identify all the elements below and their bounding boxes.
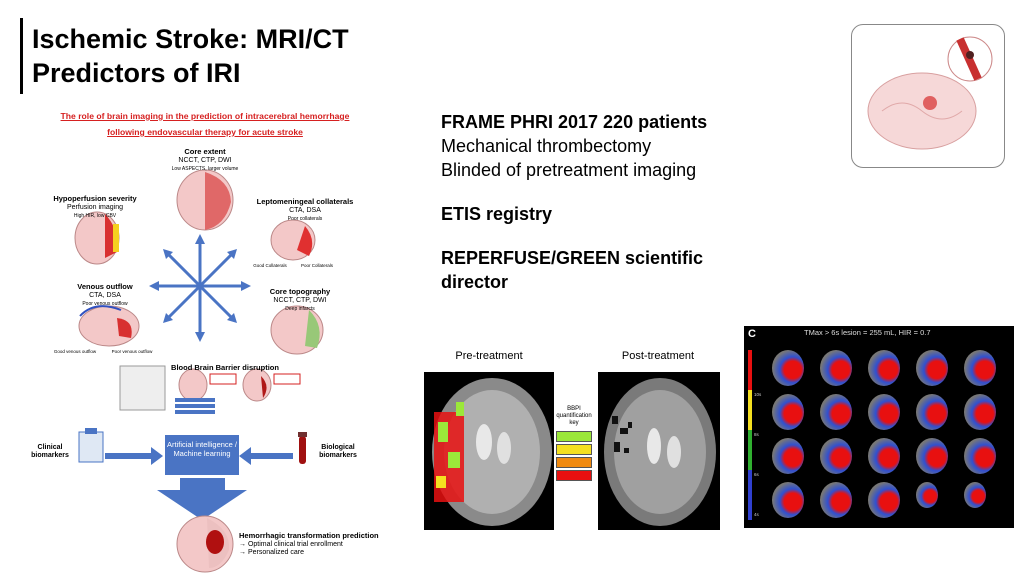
tmax-slice [772,394,804,430]
key-swatch-2 [556,444,592,455]
ht-brain-icon [176,515,234,573]
key-swatch-1 [556,431,592,442]
infographic: Core extent NCCT, CTP, DWI Low ASPECTS, … [25,140,395,576]
clinical-label: Clinical biomarkers [31,444,69,459]
collaterals-label: Leptomeningeal collaterals CTA, DSA Poor… [256,197,354,223]
ai-label: Artificial intelligence / Machine learni… [166,440,238,458]
bullet-blinded: Blinded of pretreatment imaging [441,160,697,180]
tmax-slice [916,394,948,430]
tmax-slice [916,482,938,508]
core-extent-brain-icon [176,169,234,231]
key-swatch-4 [556,470,592,481]
tmax-slice [868,350,900,386]
tmax-grid [748,350,752,520]
tmax-slice [820,394,852,430]
tmax-slice [772,438,804,474]
tmax-slice [772,482,804,518]
tmax-slice [964,482,986,508]
slide-title-line1: Ischemic Stroke: MRI/CT [32,24,349,54]
pre-treatment-label: Pre-treatment [455,350,523,362]
tmax-tick-3: 6s [754,472,759,477]
tmax-slice [916,350,948,386]
pre-treatment-scan [424,372,554,530]
tmax-slice [964,438,996,474]
slide-title-line2: Predictors of IRI [32,58,241,88]
poor-collaterals-label: Poor Collaterals [300,263,333,268]
poor-venous-label: Poor venous outflow [111,349,153,354]
bullet-reperfuse: REPERFUSE/GREEN scientific director [441,248,704,292]
core-extent-label: Core extent NCCT, CTP, DWI Low ASPECTS, … [171,147,239,173]
biological-label: Biological biomarkers [319,444,357,459]
bbbp-key: BBPI quantification key [555,406,593,481]
tmax-slice [916,438,948,474]
bullet-list: FRAME PHRI 2017 220 patients Mechanical … [441,110,771,294]
post-treatment-scan-drawing [604,378,716,526]
tmax-slice [964,394,996,430]
brain-illustration-box [851,24,1005,168]
bullet-etis: ETIS registry [441,204,553,224]
tmax-tick-2: 8s [754,432,759,437]
venous-label: Venous outflow CTA, DSA Poor venous outf… [77,282,133,308]
tmax-panel: C TMax > 6s lesion = 255 mL, HIR = 0.7 1… [744,326,1014,528]
blood-tube-icon [298,432,307,464]
collaterals-brain-icon [270,219,316,261]
tmax-slice [868,438,900,474]
good-venous-label: Good venous outflow [53,349,97,354]
tmax-slice [820,438,852,474]
bbb-label: Blood Brain Barrier disruption [171,363,279,372]
brain-vessel-icon [867,36,993,150]
bullet-frame-phri: FRAME PHRI 2017 220 patients [441,112,708,132]
tmax-tick-1: 10s [754,392,762,397]
tmax-slice [964,350,996,386]
post-treatment-label: Post-treatment [621,350,695,362]
tmax-slice [772,350,804,386]
bbb-icons [119,365,301,411]
topography-brain-icon [270,305,324,355]
infographic-drawing [74,169,324,573]
hypoperfusion-brain-icon [74,211,120,265]
tmax-slice [868,482,900,518]
hypoperfusion-label: Hypoperfusion severity Perfusion imaging… [53,194,137,220]
clipboard-icon [78,428,104,463]
tmax-slice [868,394,900,430]
tmax-tick-4: 4s [754,512,759,517]
venous-brain-icon [78,305,140,347]
good-collaterals-label: Good Collaterals [253,263,287,268]
ai-flow [105,398,293,520]
bbbp-key-label: BBPI quantification key [556,406,592,426]
infographic-title: The role of brain imaging in the predict… [60,111,350,137]
tmax-letter: C [748,328,756,340]
title-accent-bar [20,18,23,94]
post-treatment-scan [598,372,720,530]
radiating-arrows-icon [155,240,245,336]
bullet-thrombectomy: Mechanical thrombectomy [441,136,652,156]
tmax-slice [820,482,852,518]
key-swatch-3 [556,457,592,468]
tmax-title: TMax > 6s lesion = 255 mL, HIR = 0.7 [804,328,931,337]
topography-label: Core topography NCCT, CTP, DWI Deep infa… [269,287,331,313]
ht-label: Hemorrhagic transformation prediction → … [239,531,379,557]
tmax-slice [820,350,852,386]
pre-treatment-scan-drawing [432,378,552,526]
slide-title: Ischemic Stroke: MRI/CT Predictors of IR… [32,22,349,90]
